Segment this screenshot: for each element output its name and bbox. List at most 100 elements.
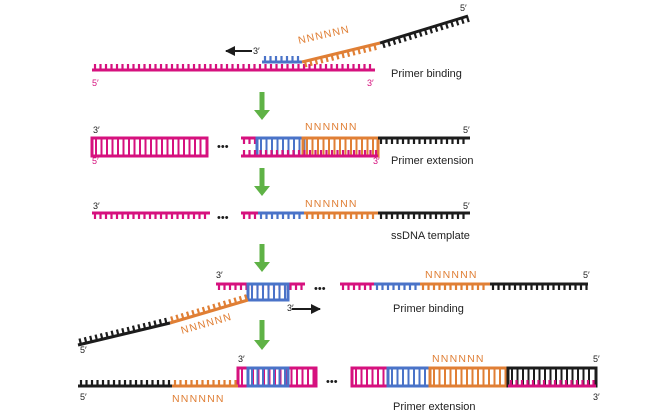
blue-duplex [255, 136, 306, 158]
end-label-3prime: 3′ [216, 270, 223, 280]
dna-strand-base [115, 329, 120, 336]
dna-strand-base [455, 19, 460, 26]
random-primer-base [341, 51, 345, 59]
random-primer-base [207, 305, 211, 312]
dna-strand-base [126, 326, 131, 334]
random-primer-backbone [301, 41, 381, 64]
dna-strand-base [89, 335, 93, 342]
random-primer-base [314, 58, 319, 65]
dna-strand-base [429, 27, 434, 34]
end-label-3prime: 3′ [253, 46, 260, 56]
dna-strand-base [387, 40, 391, 47]
random-primer-base [303, 61, 308, 68]
end-label-5prime: 5′ [463, 201, 470, 211]
random-primer-base [217, 302, 222, 309]
dna-strand-base [450, 20, 455, 28]
dna-strand-base [110, 330, 115, 337]
dna-strand-base [99, 333, 104, 340]
random-primer-base [228, 298, 232, 306]
dna-strand-base [105, 331, 109, 339]
end-label-5prime: 5′ [460, 3, 467, 13]
label-primer-extension-1: Primer extension [391, 155, 474, 167]
dna-strand-base [402, 35, 407, 42]
random-primer-base [309, 59, 313, 67]
dna-strand-base [434, 25, 439, 33]
random-primer-base [191, 309, 196, 317]
dna-strand-base [392, 38, 397, 45]
end-label-3prime: 3′ [373, 156, 380, 166]
random-primer-base [222, 300, 227, 307]
random-primer-base [357, 48, 361, 55]
random-primer-sequence: NNNNNN [425, 269, 478, 281]
random-primer-sequence: NNNNNN [305, 121, 358, 133]
random-primer-base [243, 294, 248, 301]
dna-strand-base [413, 32, 418, 39]
end-label-3prime: 3′ [93, 125, 100, 135]
random-primer-base [175, 314, 180, 321]
dna-strand-base [78, 338, 82, 345]
random-primer-sequence: NNNNNN [297, 23, 351, 47]
orange-duplex [428, 366, 510, 388]
end-label-3prime: 3′ [593, 392, 600, 402]
end-label-3prime: 3′ [93, 201, 100, 211]
random-primer-base [373, 44, 377, 51]
end-label-3prime: 3′ [367, 78, 374, 88]
random-primer-base [180, 312, 185, 320]
label-primer-binding-1: Primer binding [391, 68, 462, 80]
random-primer-base [335, 53, 340, 60]
random-primer-base [233, 297, 238, 304]
dna-strand-base [131, 325, 136, 332]
dna-strand-backbone [379, 14, 469, 45]
dna-strand-base [423, 28, 428, 36]
ellipsis: ••• [217, 141, 229, 153]
random-primer-base [325, 55, 329, 63]
end-label-3prime: 3′ [287, 303, 294, 313]
dna-strand-base [465, 15, 470, 23]
ellipsis: ••• [326, 376, 338, 388]
random-primer-sequence: NNNNNN [305, 198, 358, 210]
label-primer-extension-2: Primer extension [393, 401, 476, 413]
label-ssdna-template: ssDNA template [391, 230, 470, 242]
end-label-3prime: 3′ [238, 354, 245, 364]
dna-strand-base [153, 320, 157, 327]
dna-strand-base [121, 327, 125, 335]
random-primer-base [212, 303, 217, 311]
dna-strand-base [158, 319, 163, 326]
dna-strand-base [460, 17, 465, 24]
end-label-5prime: 5′ [92, 78, 99, 88]
process-arrow-head [254, 262, 270, 272]
pink-duplex [90, 136, 209, 158]
random-primer-base [170, 316, 174, 323]
random-primer-sequence: NNNNNN [172, 393, 225, 405]
dna-strand-base [444, 22, 449, 29]
random-primer-base [238, 295, 243, 303]
random-primer-base [196, 308, 201, 315]
random-primer-base [367, 45, 372, 52]
random-primer-base [330, 54, 335, 61]
random-primer-base [201, 306, 206, 314]
end-label-5prime: 5′ [583, 270, 590, 280]
process-arrow-head [254, 340, 270, 350]
ellipsis: ••• [314, 283, 326, 295]
random-primer-sequence: NNNNNN [432, 353, 485, 365]
dna-strand-base [439, 24, 444, 31]
dna-strand-base [408, 33, 412, 41]
random-primer-base [351, 49, 356, 56]
process-arrow-head [254, 110, 270, 120]
end-label-5prime: 5′ [463, 125, 470, 135]
dna-strand-base [418, 30, 423, 37]
end-label-5prime: 5′ [80, 392, 87, 402]
end-label-5prime: 5′ [92, 156, 99, 166]
random-primer-base [362, 46, 367, 54]
ellipsis: ••• [217, 212, 229, 224]
dna-strand-base [397, 36, 402, 44]
end-label-5prime: 5′ [593, 354, 600, 364]
end-label-5prime: 5′ [80, 345, 87, 355]
random-primer-base [185, 311, 190, 318]
dna-strand-base [137, 324, 141, 331]
process-arrow-head [254, 186, 270, 196]
random-primer-base [319, 57, 324, 64]
dna-strand-base [147, 321, 152, 328]
dna-strand-base [164, 317, 168, 325]
